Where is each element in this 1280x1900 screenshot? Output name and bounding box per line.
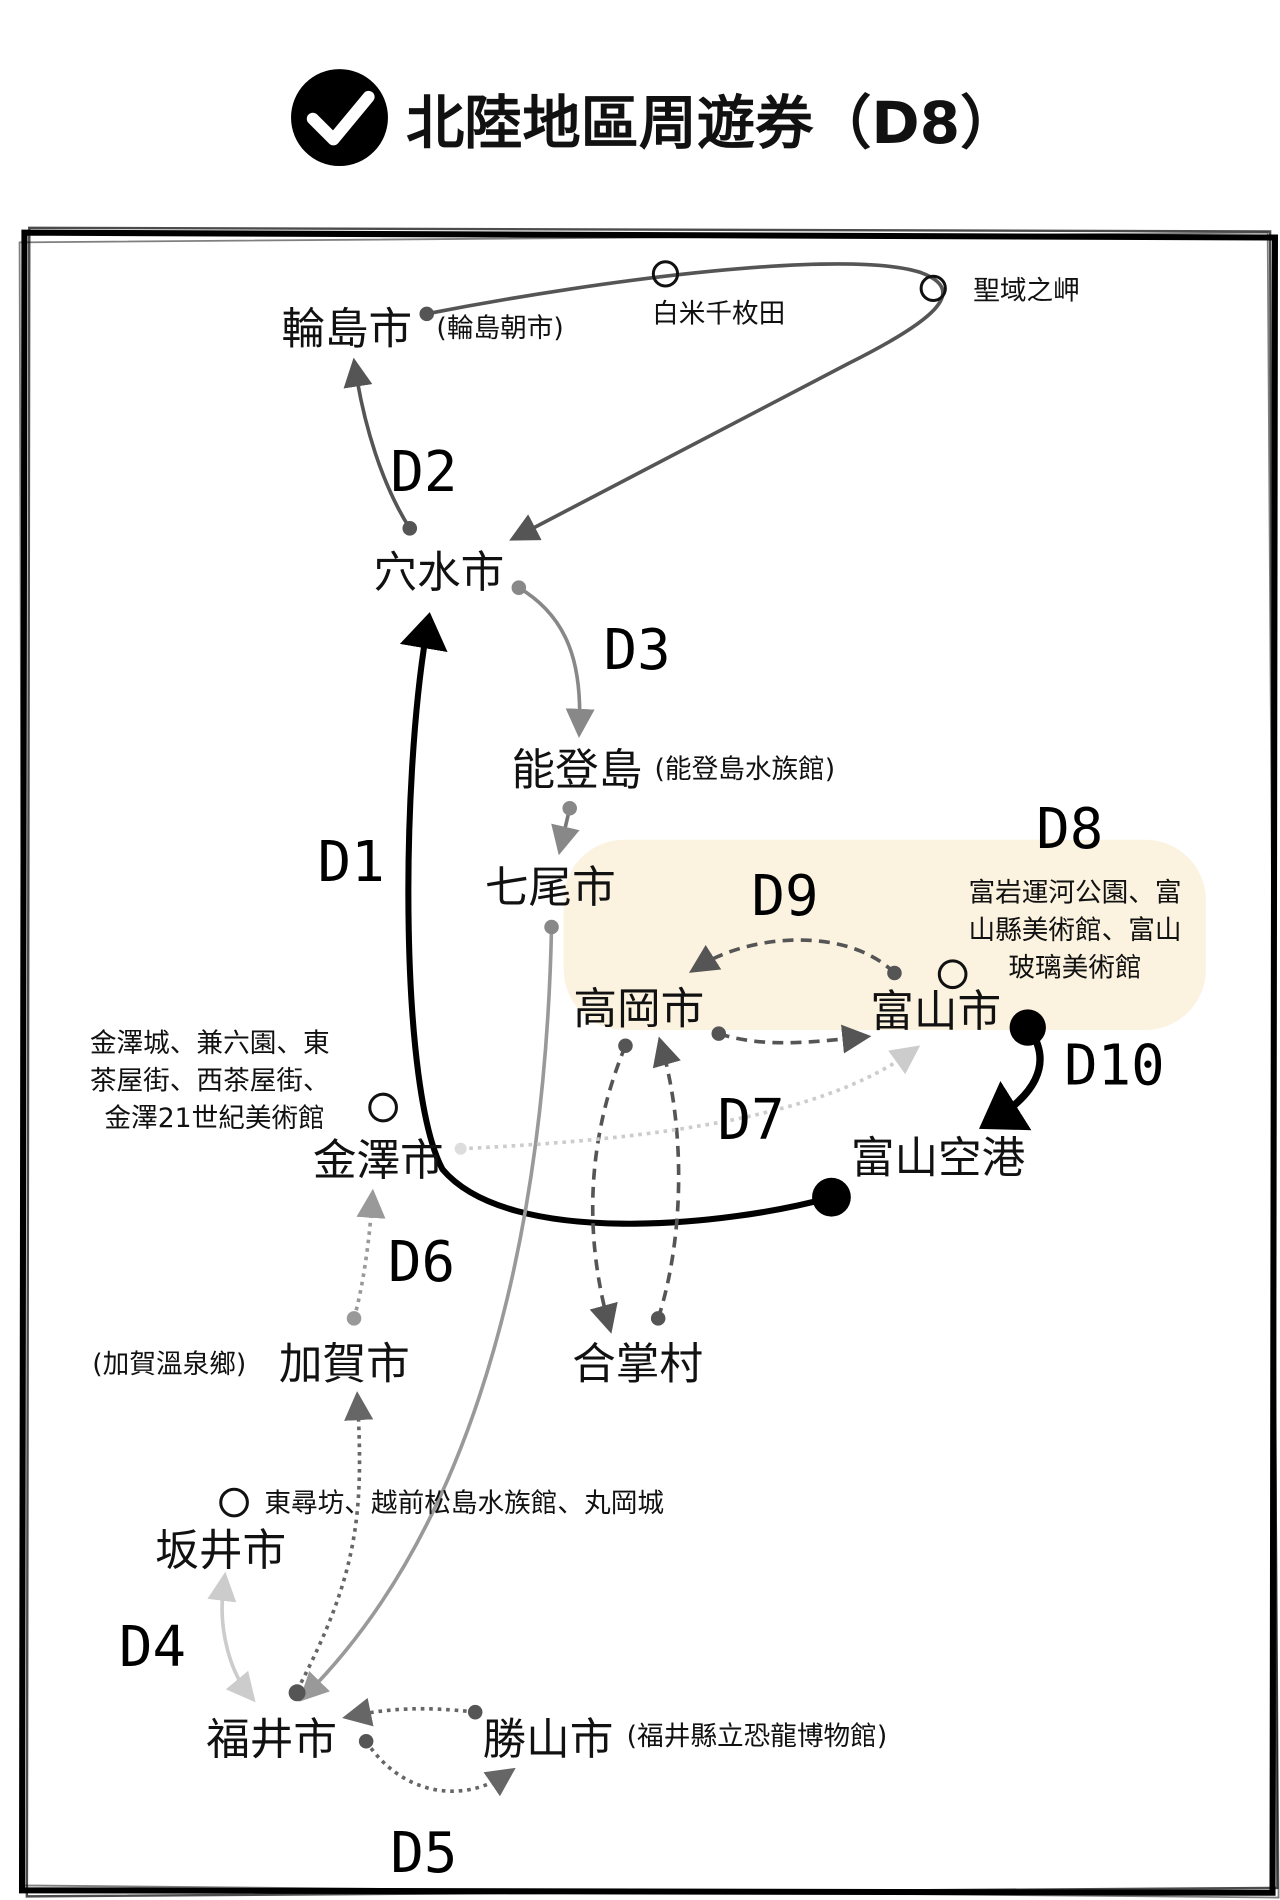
route-takaoka-toyama bbox=[718, 1024, 872, 1054]
note-kaga: (加賀溫泉鄉) bbox=[92, 1349, 246, 1380]
stop-circle-icons bbox=[219, 260, 968, 1518]
city-kaga: 加賀市 bbox=[279, 1340, 410, 1390]
route-fukui-kaga bbox=[295, 1391, 374, 1692]
routes bbox=[207, 262, 1044, 1797]
city-toyama: 富山市 bbox=[870, 987, 1001, 1037]
day-label-d2: D2 bbox=[390, 440, 457, 505]
route-d1 bbox=[399, 612, 833, 1227]
note-kanazawa-1: 金澤城、兼六園、東 bbox=[90, 1028, 330, 1059]
route-points bbox=[219, 260, 1046, 1749]
day-label-d4: D4 bbox=[119, 1615, 186, 1680]
city-wajima: 輪島市 bbox=[281, 305, 412, 355]
day-label-d9: D9 bbox=[751, 864, 818, 929]
route-d2 bbox=[343, 357, 412, 530]
route-d6 bbox=[352, 1188, 386, 1319]
day-label-d1: D1 bbox=[318, 830, 385, 895]
day-label-d3: D3 bbox=[604, 618, 671, 683]
note-wajima: (輪島朝市) bbox=[436, 313, 563, 344]
city-nanao: 七尾市 bbox=[485, 864, 616, 914]
note-toyama-1: 富岩運河公園、富 bbox=[968, 878, 1181, 909]
note-shiroyone: 白米千枚田 bbox=[652, 298, 785, 329]
note-notojima: (能登島水族館) bbox=[655, 754, 836, 785]
note-toyama-2: 山縣美術館、富山 bbox=[968, 915, 1181, 946]
note-katsuyama: (福井縣立恐龍博物館) bbox=[627, 1721, 888, 1752]
city-anamizu: 穴水市 bbox=[373, 549, 504, 599]
note-seiiki: 聖域之岬 bbox=[973, 275, 1080, 306]
route-gassho-takaoka bbox=[652, 1036, 681, 1319]
day-label-d5: D5 bbox=[390, 1821, 457, 1886]
page-title: 北陸地區周遊券（D8） bbox=[406, 89, 1018, 157]
city-kanazawa: 金澤市 bbox=[313, 1136, 444, 1186]
city-notojima: 能登島 bbox=[512, 746, 643, 796]
day-label-d7: D7 bbox=[718, 1088, 785, 1153]
day-label-d10: D10 bbox=[1064, 1034, 1165, 1099]
city-fukui: 福井市 bbox=[206, 1716, 337, 1766]
route-d4 bbox=[207, 1571, 256, 1703]
route-katsuyama-fukui bbox=[342, 1697, 476, 1727]
day-label-d6: D6 bbox=[388, 1230, 455, 1295]
attraction-notes: (輪島朝市) 白米千枚田 聖域之岬 (能登島水族館) 富岩運河公園、富 山縣美術… bbox=[90, 275, 1182, 1752]
route-d9 bbox=[688, 938, 896, 975]
city-gassho: 合掌村 bbox=[572, 1340, 703, 1390]
city-takaoka: 高岡市 bbox=[573, 985, 704, 1035]
day-labels: D1 D2 D3 D4 D5 D6 D7 D8 D9 D10 bbox=[119, 440, 1165, 1886]
city-sakai: 坂井市 bbox=[155, 1527, 286, 1577]
frame-border bbox=[18, 226, 1280, 1899]
title-check-icon bbox=[291, 69, 388, 167]
note-kanazawa-2: 茶屋街、西茶屋街、 bbox=[90, 1065, 330, 1096]
d8-highlight-area bbox=[563, 839, 1206, 1030]
route-takaoka-gassho bbox=[589, 1045, 628, 1334]
route-nanao-fukui bbox=[299, 926, 554, 1702]
city-labels: 輪島市 穴水市 能登島 七尾市 高岡市 富山市 富山空港 金澤市 加賀市 合掌村… bbox=[155, 305, 1025, 1765]
city-toyama-airport: 富山空港 bbox=[851, 1134, 1025, 1184]
day-label-d8: D8 bbox=[1036, 797, 1103, 862]
route-d7 bbox=[460, 1045, 921, 1151]
route-d3 bbox=[517, 586, 595, 738]
note-toyama-3: 玻璃美術館 bbox=[1008, 953, 1141, 984]
note-kanazawa-3: 金澤21世紀美術館 bbox=[104, 1103, 324, 1134]
route-wajima-loop bbox=[426, 262, 945, 541]
city-katsuyama: 勝山市 bbox=[482, 1716, 613, 1766]
note-sakai: 東尋坊、越前松島水族館、丸岡城 bbox=[264, 1488, 664, 1519]
